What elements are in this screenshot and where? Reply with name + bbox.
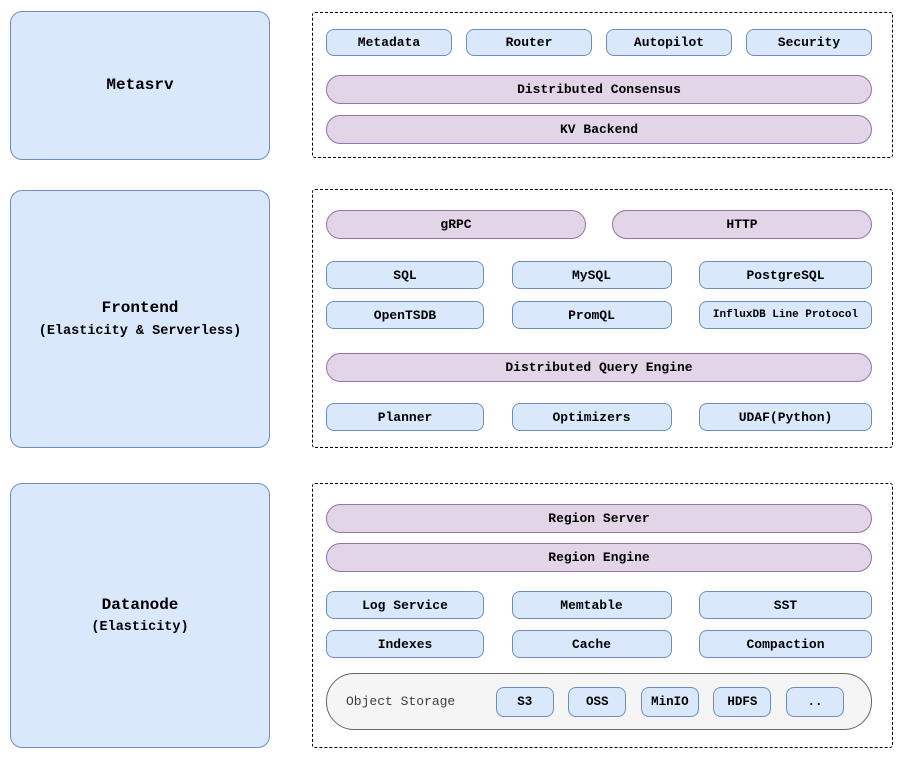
protocol-box-influxdb-line-protocol: InfluxDB Line Protocol (699, 301, 872, 329)
metasrv-modules-row: Metadata Router Autopilot Security (326, 29, 872, 56)
module-box-indexes: Indexes (326, 630, 484, 658)
module-box-sst: SST (699, 591, 872, 619)
module-box-cache: Cache (511, 630, 672, 658)
protocol-box-opentsdb: OpenTSDB (326, 301, 484, 329)
datanode-group: Region Server Region Engine Log Service … (312, 483, 893, 748)
frontend-entry-pills-row: gRPC HTTP (326, 210, 872, 239)
panel-subtitle: (Elasticity & Serverless) (38, 323, 242, 339)
protocol-row-2: OpenTSDB PromQL InfluxDB Line Protocol (326, 301, 872, 329)
storage-box-s3: S3 (495, 686, 554, 717)
kv-backend-pill: KV Backend (326, 115, 872, 144)
protocol-row-1: SQL MySQL PostgreSQL (326, 261, 872, 289)
module-box-metadata: Metadata (326, 29, 452, 56)
module-box-log-service: Log Service (326, 591, 484, 619)
http-pill: HTTP (612, 210, 872, 239)
storage-box-minio: MinIO (640, 686, 699, 717)
module-box-memtable: Memtable (511, 591, 672, 619)
storage-box-hdfs: HDFS (713, 686, 772, 717)
object-storage-capsule: Object Storage S3 OSS MinIO HDFS .. (326, 673, 872, 730)
datanode-panel: Datanode (Elasticity) (10, 483, 270, 748)
protocol-box-postgresql: PostgreSQL (699, 261, 872, 289)
panel-title: Frontend (101, 299, 179, 318)
object-storage-label: Object Storage (346, 694, 456, 709)
datanode-modules-row-1: Log Service Memtable SST (326, 591, 872, 619)
distributed-consensus-pill: Distributed Consensus (326, 75, 872, 104)
storage-box-other: .. (785, 686, 844, 717)
datanode-modules-row-2: Indexes Cache Compaction (326, 630, 872, 658)
frontend-panel: Frontend (Elasticity & Serverless) (10, 190, 270, 448)
storage-box-oss: OSS (568, 686, 627, 717)
engine-box-udaf-python: UDAF(Python) (699, 403, 872, 431)
metasrv-group: Metadata Router Autopilot Security Distr… (312, 12, 893, 158)
frontend-group: gRPC HTTP SQL MySQL PostgreSQL OpenTSDB … (312, 189, 893, 448)
distributed-query-engine-pill: Distributed Query Engine (326, 353, 872, 382)
engine-modules-row: Planner Optimizers UDAF(Python) (326, 403, 872, 431)
region-engine-pill: Region Engine (326, 543, 872, 572)
panel-title: Datanode (101, 595, 179, 614)
panel-title: Metasrv (106, 75, 174, 94)
metasrv-panel: Metasrv (10, 11, 270, 160)
grpc-pill: gRPC (326, 210, 586, 239)
engine-box-planner: Planner (326, 403, 484, 431)
protocol-box-promql: PromQL (511, 301, 672, 329)
region-server-pill: Region Server (326, 504, 872, 533)
module-box-compaction: Compaction (699, 630, 872, 658)
module-box-router: Router (466, 29, 592, 56)
panel-subtitle: (Elasticity) (91, 620, 189, 636)
module-box-security: Security (746, 29, 872, 56)
protocol-box-mysql: MySQL (511, 261, 672, 289)
engine-box-optimizers: Optimizers (511, 403, 672, 431)
module-box-autopilot: Autopilot (606, 29, 732, 56)
protocol-box-sql: SQL (326, 261, 484, 289)
